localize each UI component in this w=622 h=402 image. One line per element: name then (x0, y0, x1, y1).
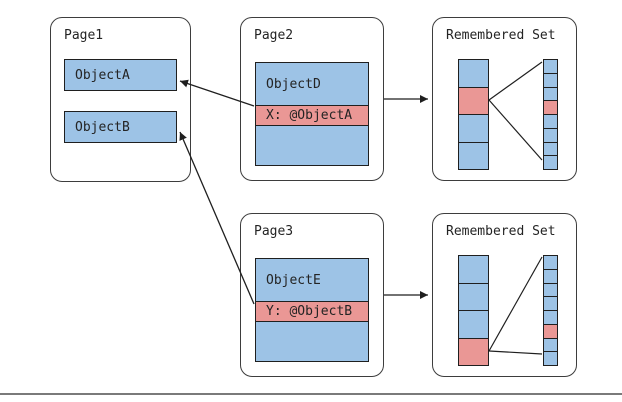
rs-card-cell-blue (459, 115, 488, 143)
object-b: ObjectB (64, 111, 177, 143)
rs-card-cell-blue (459, 283, 488, 311)
rs-card-cell-blue (544, 297, 557, 311)
page2-box: Page2 ObjectD X: @ObjectA (240, 17, 384, 181)
rs-card-cell-pink (544, 101, 557, 115)
rs-card-cell-blue (544, 73, 557, 88)
rs-card-cell-blue (544, 338, 557, 353)
page2-label: Page2 (254, 28, 294, 43)
remembered-set-bottom-label: Remembered Set (446, 224, 556, 239)
rs-card-cell-blue (544, 269, 557, 284)
object-d-label: ObjectD (266, 76, 321, 92)
object-d-title-section: ObjectD (256, 63, 368, 105)
object-a: ObjectA (64, 59, 177, 91)
object-b-label: ObjectB (75, 119, 130, 135)
page3-label: Page3 (254, 224, 294, 239)
object-d-field-label: X: @ObjectA (266, 108, 353, 123)
rs-card-cell-pink (459, 338, 488, 365)
rs-card-cell-pink (544, 324, 557, 339)
remembered-set-bottom-fine-column (543, 255, 558, 366)
object-e-title-section: ObjectE (256, 259, 368, 301)
object-d-stack: ObjectD X: @ObjectA (255, 62, 369, 166)
rs-card-cell-blue (544, 352, 557, 365)
remembered-set-bottom-box: Remembered Set (432, 213, 577, 377)
object-d-body-section (256, 126, 368, 165)
page1-box: Page1 ObjectA ObjectB (50, 17, 191, 182)
object-e-field-row: Y: @ObjectB (256, 301, 368, 322)
remembered-set-bottom-coarse-column (458, 255, 489, 366)
rs-card-cell-blue (544, 128, 557, 143)
rs-card-cell-blue (544, 115, 557, 129)
object-e-body-section (256, 322, 368, 361)
rs-card-cell-blue (459, 142, 488, 169)
remembered-set-top-fine-column (543, 59, 558, 170)
rs-card-cell-blue (544, 283, 557, 298)
rs-card-cell-blue (544, 87, 557, 102)
object-e-stack: ObjectE Y: @ObjectB (255, 258, 369, 362)
rs-card-cell-blue (544, 156, 557, 169)
rs-card-cell-blue (459, 311, 488, 339)
remembered-set-top-coarse-column (458, 59, 489, 170)
rs-card-cell-blue (544, 60, 557, 74)
page3-box: Page3 ObjectE Y: @ObjectB (240, 213, 384, 377)
rs-card-cell-blue (544, 311, 557, 325)
object-e-label: ObjectE (266, 272, 321, 288)
rs-card-cell-blue (544, 142, 557, 157)
object-d-field-row: X: @ObjectA (256, 105, 368, 126)
rs-card-cell-blue (544, 256, 557, 270)
object-e-field-label: Y: @ObjectB (266, 304, 353, 319)
rs-card-cell-blue (459, 60, 488, 88)
object-a-label: ObjectA (75, 67, 130, 83)
remembered-set-top-label: Remembered Set (446, 28, 556, 43)
page1-label: Page1 (64, 28, 104, 43)
remembered-set-top-box: Remembered Set (432, 17, 577, 181)
rs-card-cell-pink (459, 87, 488, 115)
rs-card-cell-blue (459, 256, 488, 284)
